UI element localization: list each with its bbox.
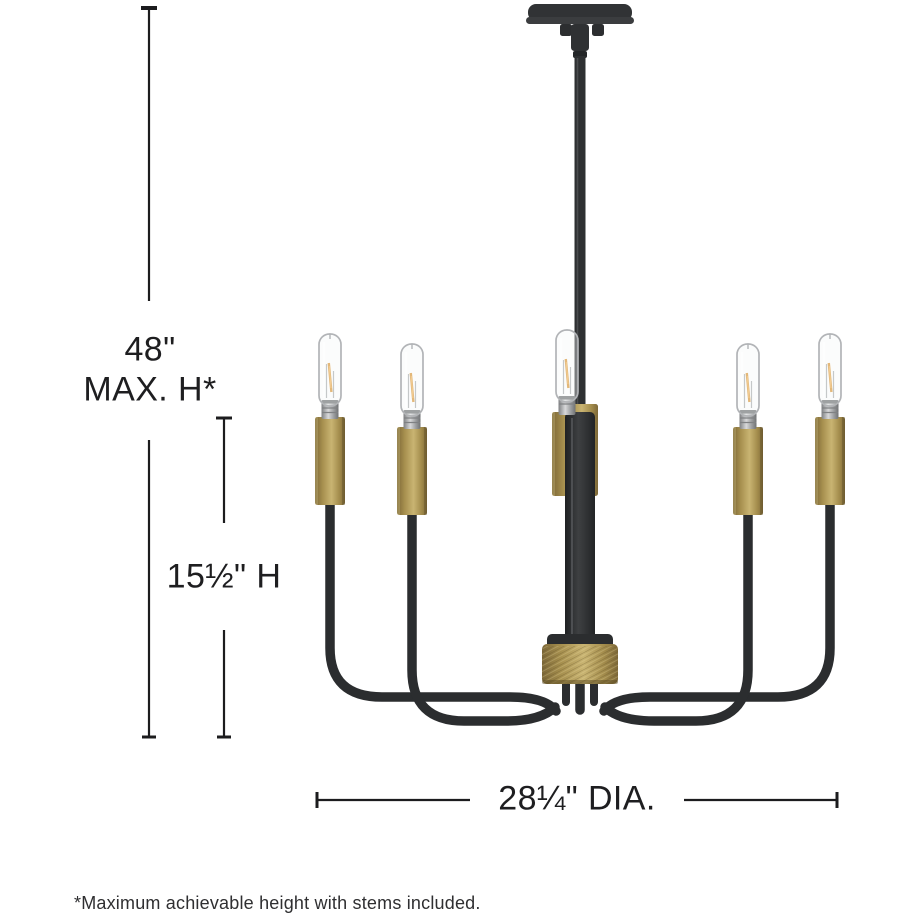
max-height-qualifier-label: MAX. H*: [83, 370, 217, 409]
candle-outer-right: [813, 332, 847, 507]
max-height-value-label: 48": [124, 330, 176, 369]
dimension-line-max-height: [141, 6, 157, 739]
dimension-line-fixture-height: [216, 416, 232, 739]
ceiling-canopy: [526, 4, 634, 36]
dimension-lines: [141, 6, 839, 808]
center-body: [542, 329, 618, 684]
arm-inner-left: [407, 505, 560, 726]
dimension-line-diameter: [315, 792, 839, 808]
arm-inner-right: [600, 505, 753, 726]
canopy-nub-right: [592, 24, 604, 36]
center-column: [565, 412, 595, 650]
candle-inner-right: [731, 342, 765, 517]
footnote: *Maximum achievable height with stems in…: [74, 893, 481, 913]
arm-outer-right: [599, 495, 835, 716]
candle-inner-left: [395, 342, 429, 517]
canopy-nub-left: [560, 24, 572, 36]
chandelier-arms: [325, 495, 835, 726]
diameter-label: 28¼" DIA.: [498, 779, 656, 818]
center-bulb: [555, 329, 579, 415]
brass-hub: [542, 634, 618, 684]
fixture-height-label: 15½" H: [166, 557, 282, 596]
candle-outer-left: [313, 332, 347, 507]
arm-outer-left: [325, 495, 561, 716]
